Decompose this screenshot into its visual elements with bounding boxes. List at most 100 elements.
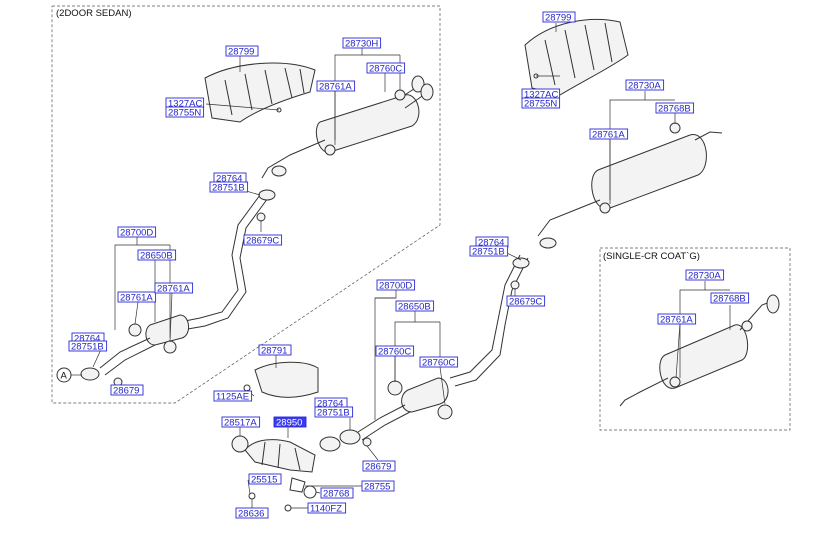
svg-text:28950: 28950 xyxy=(276,417,302,428)
circle-a-label: A xyxy=(61,371,68,382)
label-1125ae[interactable]: 1125AE xyxy=(213,390,253,402)
label-28679-left[interactable]: 28679 xyxy=(110,384,144,396)
label-28730h[interactable]: 28730H xyxy=(342,37,382,49)
label-25515[interactable]: 25515 xyxy=(248,473,282,485)
gasket-right-upper xyxy=(539,237,557,249)
svg-text:1327AC: 1327AC xyxy=(168,98,202,109)
clamp-left xyxy=(256,212,266,222)
hanger-b-right-drawing xyxy=(669,122,681,134)
label-28730a[interactable]: 28730A xyxy=(625,79,665,91)
svg-text:28679C: 28679C xyxy=(246,235,279,246)
svg-text:28761A: 28761A xyxy=(592,129,625,140)
svg-text:28730H: 28730H xyxy=(345,38,378,49)
label-28517a[interactable]: 28517A xyxy=(221,416,261,428)
part-labels: 28799 1327AC 28755N 28730H 28760C 28761A… xyxy=(68,11,750,519)
svg-text:28755: 28755 xyxy=(364,481,390,492)
label-28760c-right-left[interactable]: 28760C xyxy=(375,345,415,357)
svg-text:25515: 25515 xyxy=(251,474,277,485)
two-door-frame xyxy=(51,5,441,404)
label-28791[interactable]: 28791 xyxy=(258,344,292,356)
bolt-fz-drawing xyxy=(284,504,292,512)
svg-text:28761A: 28761A xyxy=(319,81,352,92)
label-28761a-left-right[interactable]: 28761A xyxy=(154,282,194,294)
gasket-left-upper xyxy=(271,165,287,177)
label-28799-right[interactable]: 28799 xyxy=(542,11,576,23)
label-28950[interactable]: 28950 xyxy=(273,416,307,428)
label-28760c-right-right[interactable]: 28760C xyxy=(419,356,459,368)
svg-text:1140FZ: 1140FZ xyxy=(310,503,342,514)
svg-text:28755N: 28755N xyxy=(524,98,557,109)
muffler-single-cr-drawing xyxy=(619,294,780,407)
svg-text:28799: 28799 xyxy=(545,12,571,23)
label-28761a-left-lower[interactable]: 28761A xyxy=(117,291,157,303)
svg-text:28650B: 28650B xyxy=(398,301,431,312)
label-28650b-right[interactable]: 28650B xyxy=(395,300,435,312)
svg-text:28799: 28799 xyxy=(228,46,254,57)
label-28751b-right[interactable]: 28751B xyxy=(469,245,509,257)
label-28650b-left[interactable]: 28650B xyxy=(137,249,177,261)
svg-text:28761A: 28761A xyxy=(660,314,693,325)
pipe-right xyxy=(449,254,529,387)
svg-text:28751B: 28751B xyxy=(212,182,245,193)
label-28761a-single[interactable]: 28761A xyxy=(657,313,697,325)
svg-text:28650B: 28650B xyxy=(140,250,173,261)
svg-text:28764: 28764 xyxy=(216,173,242,184)
label-28755[interactable]: 28755 xyxy=(361,480,395,492)
hanger-b-single-drawing xyxy=(741,320,753,332)
label-28768b-single[interactable]: 28768B xyxy=(710,292,750,304)
label-28751b-left-lower[interactable]: 28751B xyxy=(68,340,108,352)
svg-text:28755N: 28755N xyxy=(168,107,201,118)
svg-text:28730A: 28730A xyxy=(688,270,721,281)
label-28768[interactable]: 28768 xyxy=(320,487,354,499)
bracket-drawing xyxy=(289,477,306,493)
single-cr-title: (SINGLE-CR COAT`G) xyxy=(603,251,700,262)
svg-text:1327AC: 1327AC xyxy=(524,89,558,100)
label-28700d-right[interactable]: 28700D xyxy=(376,279,416,291)
hanger-single-drawing xyxy=(669,376,681,388)
label-28751b-lower[interactable]: 28751B xyxy=(314,406,354,418)
svg-text:28764: 28764 xyxy=(74,333,100,344)
svg-text:28730A: 28730A xyxy=(628,80,661,91)
svg-text:28768: 28768 xyxy=(323,488,349,499)
svg-text:28768B: 28768B xyxy=(713,293,746,304)
label-28679c-left[interactable]: 28679C xyxy=(243,234,283,246)
hanger-left-drawing xyxy=(324,144,336,156)
label-28760c-left[interactable]: 28760C xyxy=(366,62,406,74)
spring-right xyxy=(362,437,372,447)
svg-text:28764: 28764 xyxy=(317,398,343,409)
label-28679c-right[interactable]: 28679C xyxy=(506,295,546,307)
label-28761a-right[interactable]: 28761A xyxy=(589,128,629,140)
svg-text:28761A: 28761A xyxy=(157,283,190,294)
label-1140fz[interactable]: 1140FZ xyxy=(307,502,347,514)
svg-text:28751B: 28751B xyxy=(472,246,505,257)
label-28751b-left[interactable]: 28751B xyxy=(209,181,249,193)
front-pipe-right-drawing xyxy=(319,377,453,452)
leader-lines xyxy=(92,23,731,509)
label-28761a-left-upper[interactable]: 28761A xyxy=(316,80,356,92)
two-door-title: (2DOOR SEDAN) xyxy=(56,8,131,19)
svg-text:28679: 28679 xyxy=(113,385,139,396)
heat-shield-drawing xyxy=(254,361,319,398)
label-28768b-right[interactable]: 28768B xyxy=(655,102,695,114)
muffler-h-drawing xyxy=(261,75,434,179)
muffler-a-drawing xyxy=(537,131,723,237)
pipe-left xyxy=(179,194,269,331)
single-cr-frame xyxy=(599,247,791,431)
label-28700d-left[interactable]: 28700D xyxy=(117,226,157,238)
svg-text:28700D: 28700D xyxy=(379,280,412,291)
label-28679-right[interactable]: 28679 xyxy=(362,460,396,472)
label-28755n-right[interactable]: 28755N xyxy=(521,97,561,109)
label-28730a-single[interactable]: 28730A xyxy=(685,269,725,281)
hanger-right-drawing xyxy=(599,202,611,214)
svg-text:28761A: 28761A xyxy=(120,292,153,303)
svg-text:28700D: 28700D xyxy=(120,227,153,238)
label-28799-left[interactable]: 28799 xyxy=(225,45,259,57)
label-28755n-left[interactable]: 28755N xyxy=(165,106,205,118)
svg-text:28751B: 28751B xyxy=(71,341,104,352)
label-28636[interactable]: 28636 xyxy=(235,507,269,519)
svg-text:1125AE: 1125AE xyxy=(216,391,249,402)
gasket-left-mid xyxy=(258,189,276,201)
svg-text:28760C: 28760C xyxy=(422,357,455,368)
